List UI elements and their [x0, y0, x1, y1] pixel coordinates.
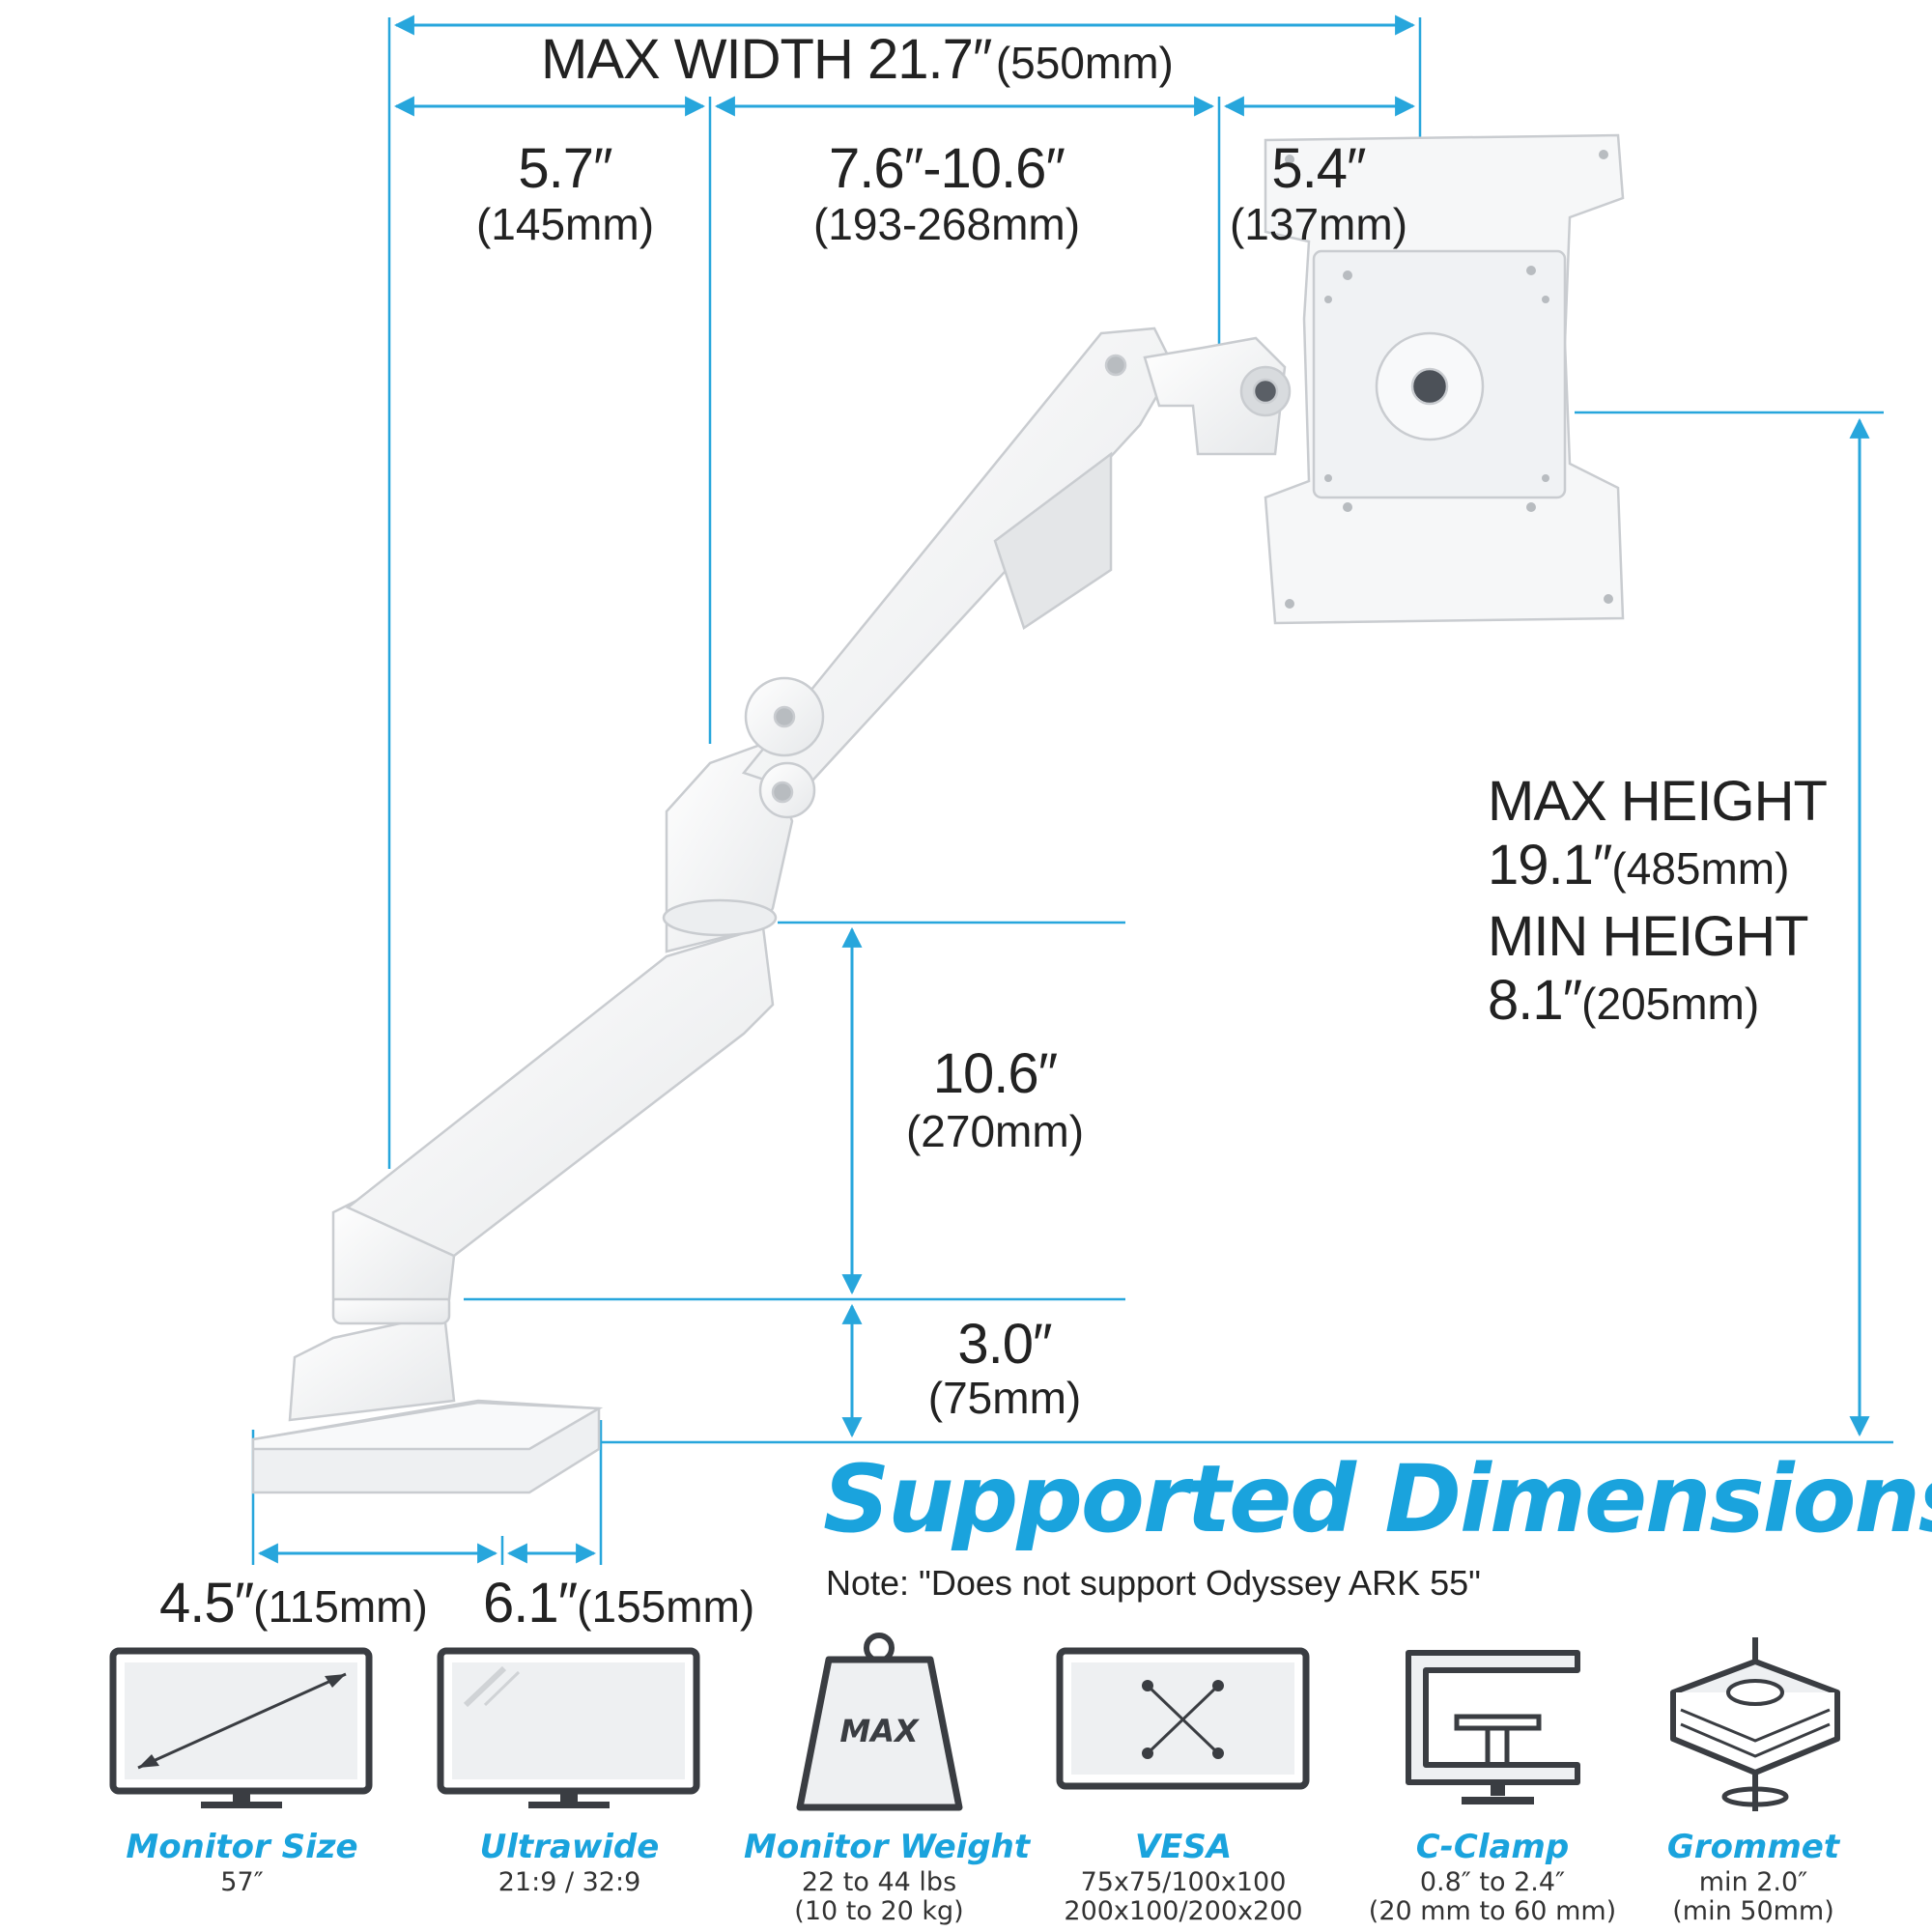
monitor-diagonal-icon — [109, 1647, 373, 1808]
clamp-right-label: 6.1″(155mm) — [483, 1575, 754, 1633]
clamp-left-value: 4.5″ — [159, 1572, 254, 1634]
min-height-label: MIN HEIGHT — [1488, 905, 1809, 968]
feature-value-ultrawide: 21:9 / 32:9 — [497, 1867, 641, 1897]
feature-name-grommet: Grommet — [1666, 1828, 1840, 1866]
max-height-value: 19.1″ — [1488, 834, 1612, 896]
clamp-right-mm: (155mm) — [577, 1581, 755, 1632]
monitor-arm-illustration — [251, 133, 1625, 1494]
clamp-left-label: 4.5″(115mm) — [159, 1575, 428, 1633]
max-height-row: 19.1″(485mm) — [1488, 837, 1789, 895]
seg1-value: 5.7″ — [518, 137, 612, 200]
feature-value-c-clamp-in: 0.8″ to 2.4″ — [1419, 1867, 1566, 1897]
ultrawide-monitor-icon — [437, 1647, 700, 1808]
max-width-label: MAX WIDTH 21.7″ (550mm) — [541, 31, 1174, 89]
feature-name-vesa: VESA — [1134, 1828, 1233, 1866]
clamp-right-value: 6.1″ — [483, 1572, 578, 1634]
feature-value-vesa-2: 200x100/200x200 — [1064, 1896, 1303, 1926]
base-mm: (75mm) — [927, 1373, 1082, 1423]
max-height-mm: (485mm) — [1611, 843, 1790, 894]
pole-value: 10.6″ — [932, 1042, 1058, 1105]
feature-value-monitor-weight-kg: (10 to 20 kg) — [794, 1896, 964, 1926]
feature-value-grommet-in: min 2.0″ — [1698, 1867, 1808, 1897]
c-clamp-icon — [1406, 1650, 1580, 1804]
feature-name-c-clamp: C-Clamp — [1415, 1828, 1570, 1866]
seg2-mm: (193-268mm) — [812, 199, 1081, 249]
feature-name-monitor-weight: Monitor Weight — [744, 1828, 1031, 1866]
seg2-value: 7.6″-10.6″ — [829, 137, 1065, 200]
feature-value-c-clamp-mm: (20 mm to 60 mm) — [1368, 1896, 1617, 1926]
feature-name-ultrawide: Ultrawide — [479, 1828, 660, 1866]
feature-value-grommet-mm: (min 50mm) — [1672, 1896, 1834, 1926]
min-height-value: 8.1″ — [1488, 969, 1582, 1032]
feature-value-monitor-size: 57″ — [220, 1867, 264, 1897]
max-width-value: MAX WIDTH 21.7″ — [541, 28, 992, 91]
feature-name-monitor-size: Monitor Size — [126, 1828, 358, 1866]
page-title: Supported Dimensions — [823, 1445, 1932, 1553]
clamp-left-mm: (115mm) — [253, 1581, 428, 1632]
seg3-mm: (137mm) — [1229, 199, 1408, 249]
min-height-mm: (205mm) — [1581, 979, 1760, 1029]
grommet-icon — [1670, 1637, 1840, 1811]
seg3-value: 5.4″ — [1271, 137, 1366, 200]
vesa-pattern-icon — [1056, 1647, 1310, 1790]
pole-mm: (270mm) — [905, 1106, 1085, 1156]
compatibility-note: Note: "Does not support Odyssey ARK 55" — [826, 1563, 1481, 1603]
max-width-mm: (550mm) — [995, 38, 1174, 88]
seg1-mm: (145mm) — [475, 199, 655, 249]
max-height-label: MAX HEIGHT — [1488, 770, 1828, 833]
feature-value-vesa-1: 75x75/100x100 — [1080, 1867, 1287, 1897]
weight-icon-label: MAX — [839, 1713, 920, 1749]
feature-value-monitor-weight-lbs: 22 to 44 lbs — [801, 1867, 957, 1897]
base-value: 3.0″ — [957, 1313, 1052, 1376]
min-height-row: 8.1″(205mm) — [1488, 972, 1759, 1030]
weight-icon: MAX — [796, 1633, 963, 1811]
